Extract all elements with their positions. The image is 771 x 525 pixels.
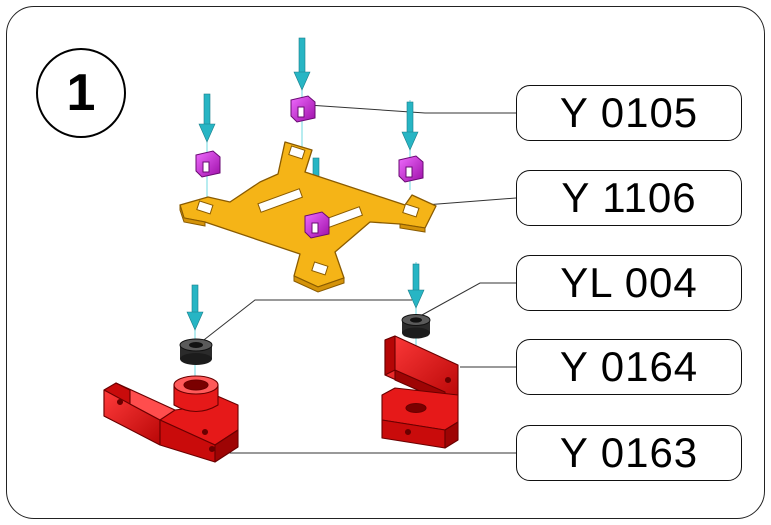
connector-icon xyxy=(195,150,221,178)
diagram-frame xyxy=(6,6,765,519)
washer-icon xyxy=(179,338,213,365)
connector-parts xyxy=(195,95,424,239)
arrow-icon xyxy=(186,284,204,331)
step-number: 1 xyxy=(36,48,126,138)
connector-icon xyxy=(304,211,330,239)
washer-parts xyxy=(179,314,431,365)
connector-icon xyxy=(290,95,316,123)
part-label-y0163: Y 0163 xyxy=(516,425,742,481)
bracket-left-part xyxy=(103,375,239,463)
bracket-right-part xyxy=(381,335,459,449)
part-label-y1106: Y 1106 xyxy=(516,170,742,226)
washer-icon xyxy=(401,314,431,339)
arrow-icon xyxy=(407,263,425,309)
arrow-icon xyxy=(198,93,216,143)
part-label-yl004: YL 004 xyxy=(516,255,742,311)
arrow-icon xyxy=(401,101,419,151)
part-label-y0164: Y 0164 xyxy=(516,339,742,395)
leader-lines xyxy=(199,104,517,454)
part-label-y0105: Y 0105 xyxy=(516,85,742,141)
plate-part xyxy=(179,141,437,293)
arrow-icon xyxy=(293,37,311,91)
connector-icon xyxy=(398,155,424,183)
